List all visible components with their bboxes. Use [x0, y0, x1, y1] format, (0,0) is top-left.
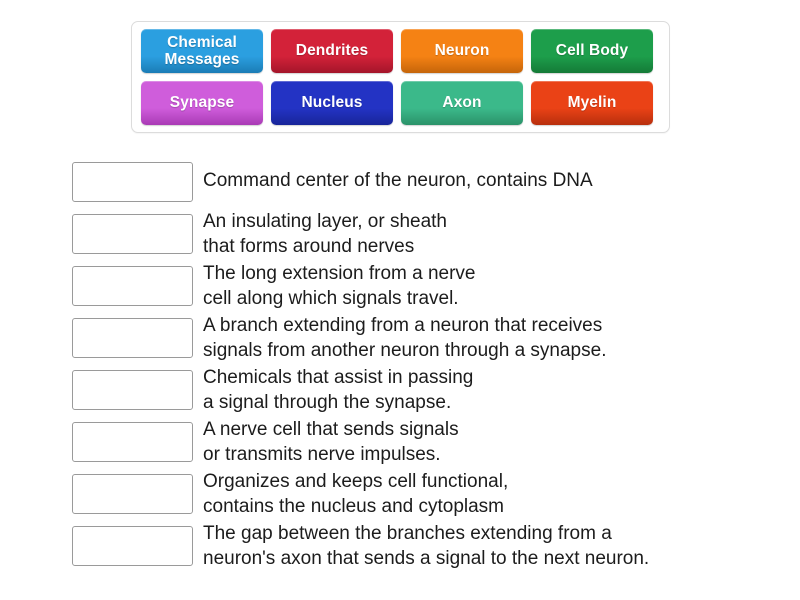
- tile-nucleus[interactable]: Nucleus: [271, 81, 393, 125]
- definition-text-5: Chemicals that assist in passing a signa…: [203, 367, 474, 413]
- definition-text-1: Command center of the neuron, contains D…: [203, 170, 593, 191]
- definition-row: An insulating layer, or sheath that form…: [72, 208, 772, 260]
- definition-text-8: The gap between the branches extending f…: [203, 523, 650, 569]
- tile-chemical-messages[interactable]: Chemical Messages: [141, 29, 263, 73]
- word-bank-row-2: Synapse Nucleus Axon Myelin: [132, 81, 669, 125]
- drop-box-1[interactable]: [72, 162, 193, 202]
- definition-text-2: An insulating layer, or sheath that form…: [203, 211, 447, 257]
- drop-box-5[interactable]: [72, 370, 193, 410]
- definition-row: A branch extending from a neuron that re…: [72, 312, 772, 364]
- tile-axon[interactable]: Axon: [401, 81, 523, 125]
- tile-cell-body[interactable]: Cell Body: [531, 29, 653, 73]
- tile-dendrites[interactable]: Dendrites: [271, 29, 393, 73]
- definition-text-6: A nerve cell that sends signals or trans…: [203, 419, 459, 465]
- word-bank-row-1: Chemical Messages Dendrites Neuron Cell …: [132, 29, 669, 73]
- drop-box-6[interactable]: [72, 422, 193, 462]
- drop-box-2[interactable]: [72, 214, 193, 254]
- definition-row: Organizes and keeps cell functional, con…: [72, 468, 772, 520]
- word-bank-tray: Chemical Messages Dendrites Neuron Cell …: [131, 21, 670, 133]
- drop-box-8[interactable]: [72, 526, 193, 566]
- tile-myelin[interactable]: Myelin: [531, 81, 653, 125]
- drop-box-4[interactable]: [72, 318, 193, 358]
- definition-row: A nerve cell that sends signals or trans…: [72, 416, 772, 468]
- drop-box-3[interactable]: [72, 266, 193, 306]
- definition-row: The long extension from a nerve cell alo…: [72, 260, 772, 312]
- definition-text-3: The long extension from a nerve cell alo…: [203, 263, 476, 309]
- tile-neuron[interactable]: Neuron: [401, 29, 523, 73]
- definition-row: Command center of the neuron, contains D…: [72, 156, 772, 208]
- definition-list: Command center of the neuron, contains D…: [72, 156, 772, 572]
- definition-row: The gap between the branches extending f…: [72, 520, 772, 572]
- definition-text-7: Organizes and keeps cell functional, con…: [203, 471, 509, 517]
- definition-row: Chemicals that assist in passing a signa…: [72, 364, 772, 416]
- drop-box-7[interactable]: [72, 474, 193, 514]
- definition-text-4: A branch extending from a neuron that re…: [203, 315, 607, 361]
- tile-synapse[interactable]: Synapse: [141, 81, 263, 125]
